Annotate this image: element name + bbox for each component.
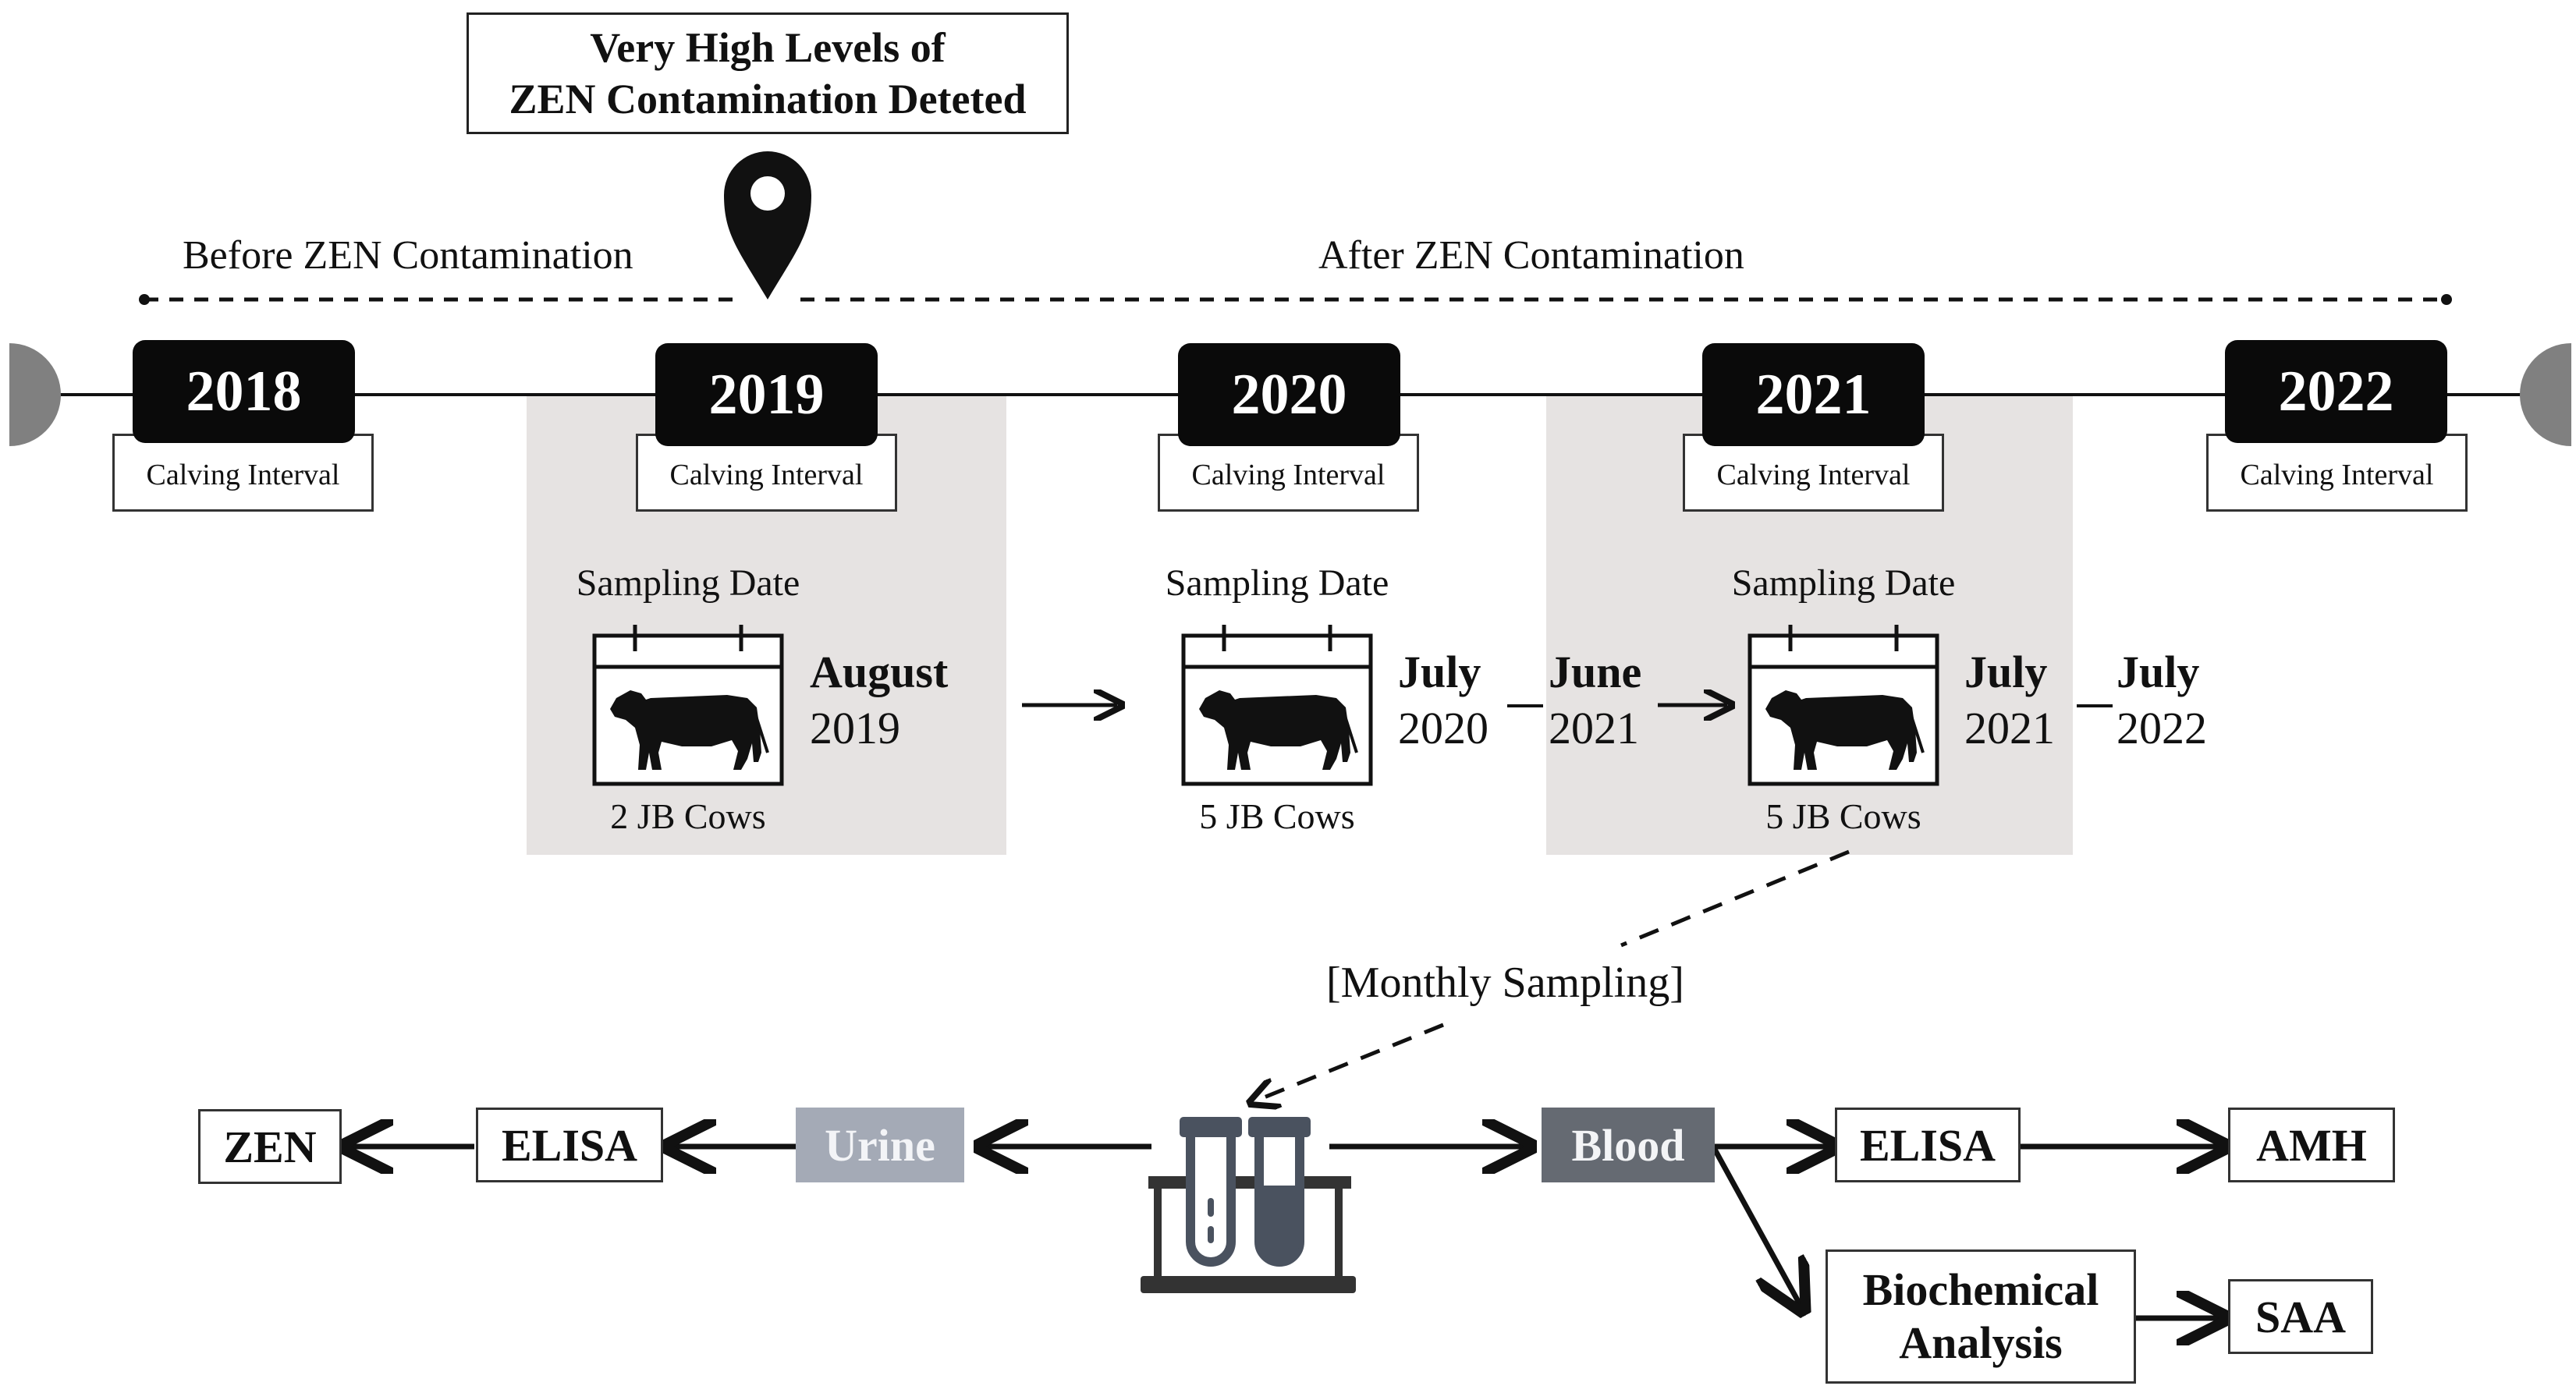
title-line-2: ZEN Contamination Deteted: [509, 76, 1027, 122]
biochemical-analysis-box: Biochemical Analysis: [1826, 1249, 2136, 1384]
cow-count-label: 5 JB Cows: [1199, 796, 1355, 836]
location-pin-icon: [724, 151, 811, 300]
calendar-cow-icon: [594, 625, 782, 784]
monthly-sampling-label: [Monthly Sampling]: [1326, 959, 1684, 1007]
calendar-cow-icon: [1183, 625, 1371, 784]
cow-count-label: 5 JB Cows: [1765, 796, 1921, 836]
calving-interval-2018: Calving Interval: [112, 434, 374, 512]
zen-box: ZEN: [198, 1109, 342, 1184]
year-badge-2021: 2021: [1702, 343, 1925, 446]
test-tubes-icon: [1141, 1117, 1356, 1293]
sampling-date-label: Sampling Date: [1731, 562, 1956, 604]
year-badge-2018: 2018: [133, 340, 355, 443]
elisa-right-box: ELISA: [1835, 1108, 2021, 1182]
sampling-end-year: 2021: [1549, 703, 1639, 753]
elisa-left-box: ELISA: [476, 1108, 663, 1182]
sampling-start-month: August: [810, 647, 949, 697]
bio-line-2: Analysis: [1899, 1317, 2063, 1368]
sampling-date-label: Sampling Date: [1165, 562, 1389, 604]
contamination-title-box: Very High Levels of ZEN Contamination De…: [467, 12, 1069, 134]
sampling-date-label: Sampling Date: [576, 562, 800, 604]
bio-line-1: Biochemical: [1862, 1264, 2099, 1315]
amh-box: AMH: [2228, 1108, 2395, 1182]
saa-box: SAA: [2228, 1279, 2373, 1354]
calendar-cow-icon: [1750, 625, 1937, 784]
urine-box: Urine: [796, 1108, 964, 1182]
sampling-start-month: July: [1964, 647, 2048, 697]
year-badge-2019: 2019: [655, 343, 878, 446]
after-period-label: After ZEN Contamination: [1318, 233, 1744, 278]
title-line-1: Very High Levels of: [590, 24, 946, 71]
sampling-end-year: 2022: [2117, 703, 2207, 753]
calving-interval-2021: Calving Interval: [1683, 434, 1944, 512]
before-period-label: Before ZEN Contamination: [183, 233, 633, 278]
calving-interval-2020: Calving Interval: [1158, 434, 1419, 512]
sampling-start-year: 2020: [1398, 703, 1488, 753]
sampling-end-month: June: [1549, 647, 1642, 697]
sampling-start-month: July: [1398, 647, 1481, 697]
year-badge-2020: 2020: [1178, 343, 1400, 446]
sampling-end-month: July: [2117, 647, 2200, 697]
calving-interval-2022: Calving Interval: [2206, 434, 2468, 512]
sampling-start-year: 2019: [810, 703, 900, 753]
blood-box: Blood: [1542, 1108, 1715, 1182]
year-badge-2022: 2022: [2225, 340, 2447, 443]
cow-count-label: 2 JB Cows: [610, 796, 766, 836]
sampling-start-year: 2021: [1964, 703, 2055, 753]
